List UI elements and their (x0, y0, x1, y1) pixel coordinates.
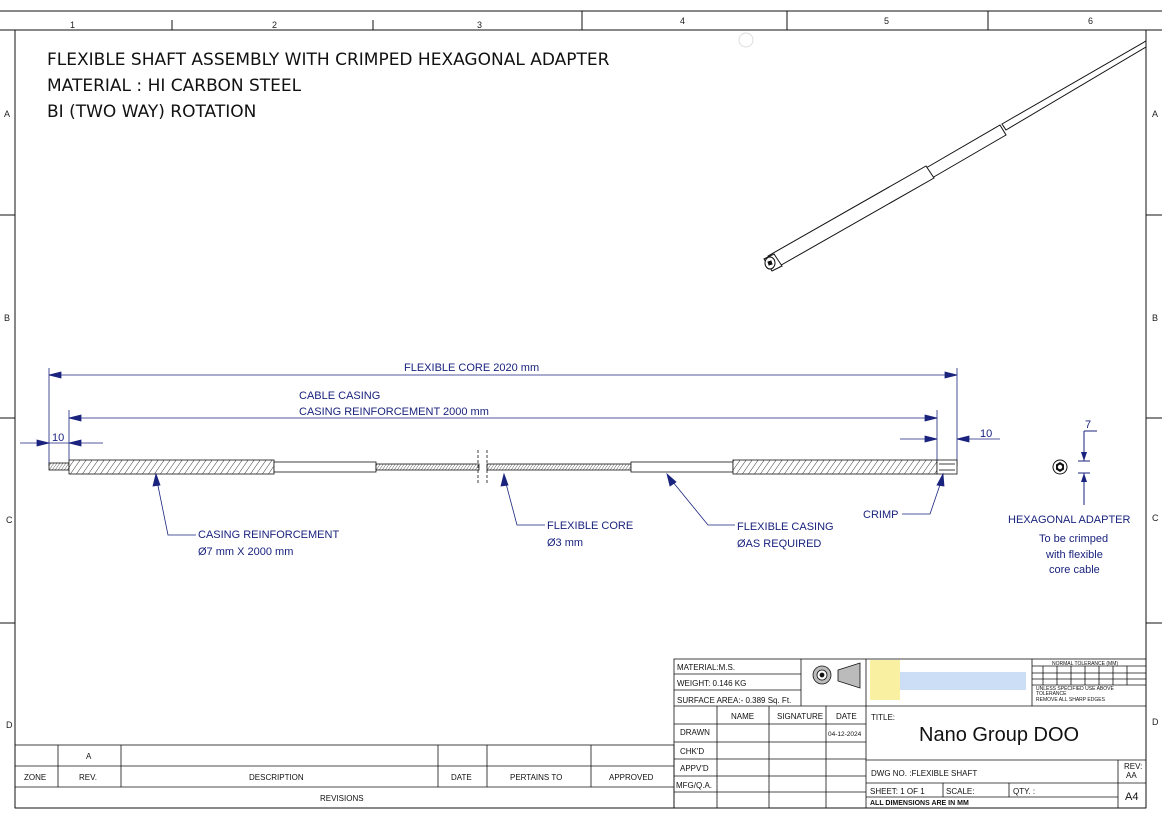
zone-label-side: D (6, 720, 13, 730)
callout-hex-adapter: HEXAGONAL ADAPTER (1008, 514, 1131, 526)
revision-rev-header: REV. (79, 773, 97, 782)
zone-label-top: 5 (884, 16, 889, 26)
callout-hex-note-1: To be crimped (1039, 533, 1108, 545)
callout-casing-reinforcement-spec: Ø7 mm X 2000 mm (198, 546, 293, 558)
dim-flexible-core: FLEXIBLE CORE 2020 mm (404, 362, 539, 374)
callout-casing-reinforcement: CASING REINFORCEMENT (198, 529, 339, 541)
title-block (673, 658, 1147, 809)
zone-label-side: C (6, 515, 13, 525)
zone-label-top: 1 (70, 20, 75, 30)
tb-sheet-size: A4 (1125, 791, 1138, 803)
zone-label-side: C (1152, 513, 1159, 523)
tb-company-name: Nano Group DOO (919, 724, 1079, 746)
tb-name-header: NAME (731, 712, 754, 721)
callout-labels: CASING REINFORCEMENT Ø7 mm X 2000 mm FLE… (198, 509, 1131, 576)
header-line-3: BI (TWO WAY) ROTATION (47, 102, 256, 122)
revision-title: REVISIONS (320, 794, 364, 803)
revision-date-header: DATE (451, 773, 472, 782)
tb-drawn-date: 04-12-2024 (828, 731, 862, 738)
revision-zone-header: ZONE (24, 773, 46, 782)
revision-table-text: A ZONE REV. DESCRIPTION DATE PERTAINS TO… (24, 752, 654, 803)
dimension-lines (20, 368, 1000, 466)
callout-hex-note-3: core cable (1049, 564, 1100, 576)
zone-label-top: 3 (477, 20, 482, 30)
tb-checked: CHK'D (680, 747, 704, 756)
dim-hex-size: 7 (1085, 419, 1091, 431)
projection-symbol-icon (812, 662, 861, 689)
zone-label-top: 2 (272, 20, 277, 30)
callout-leaders (152, 472, 945, 536)
drawing-header: FLEXIBLE SHAFT ASSEMBLY WITH CRIMPED HEX… (47, 50, 610, 122)
callout-flexible-core-spec: Ø3 mm (547, 537, 583, 549)
tb-sheet: SHEET: 1 OF 1 (870, 787, 925, 796)
callout-flexible-casing: FLEXIBLE CASING (737, 521, 834, 533)
tb-approved: APPV'D (680, 764, 709, 773)
tb-title-label: TITLE: (871, 713, 895, 722)
revision-value: A (86, 752, 92, 761)
tb-mfg-qa: MFG/Q.A. (676, 781, 712, 790)
title-block-text: MATERIAL:M.S. WEIGHT: 0.146 KG SURFACE A… (676, 661, 1142, 807)
dim-casing-reinforcement: CASING REINFORCEMENT 2000 mm (299, 406, 489, 418)
zone-label-side: D (1152, 717, 1159, 727)
callout-hex-note-2: with flexible (1045, 549, 1103, 561)
tb-tolerance-note-1: UNLESS SPECIFIED USE ABOVE (1036, 686, 1114, 692)
tb-rev-label: REV: (1124, 762, 1142, 771)
zone-label-top: 6 (1088, 16, 1093, 26)
hex-adapter-end-view (1052, 430, 1097, 505)
zone-label-side: A (4, 109, 10, 119)
dim-cable-casing: CABLE CASING (299, 390, 380, 402)
zone-label-side: A (1152, 109, 1158, 119)
tb-date-header: DATE (836, 712, 857, 721)
tb-quantity: QTY. : (1013, 787, 1035, 796)
zone-label-side: B (4, 313, 10, 323)
header-line-2: MATERIAL : HI CARBON STEEL (47, 76, 302, 96)
tb-drawing-number: DWG NO. :FLEXIBLE SHAFT (871, 769, 977, 778)
tb-tolerance-note-3: REMOVE ALL SHARP EDGES (1036, 697, 1106, 703)
tb-tolerance-title: NORMAL TOLERANCE (MM) (1052, 661, 1118, 667)
tb-weight: WEIGHT: 0.146 KG (677, 679, 746, 688)
callout-flexible-casing-spec: ØAS REQUIRED (737, 538, 821, 550)
revision-pertains-header: PERTAINS TO (510, 773, 562, 782)
tb-material: MATERIAL:M.S. (677, 663, 735, 672)
tb-drawn: DRAWN (680, 728, 710, 737)
tb-scale: SCALE: (946, 787, 974, 796)
header-line-1: FLEXIBLE SHAFT ASSEMBLY WITH CRIMPED HEX… (47, 50, 610, 70)
shaft-assembly (48, 450, 958, 484)
revision-description-header: DESCRIPTION (249, 773, 304, 782)
tb-all-dimensions: ALL DIMENSIONS ARE IN MM (870, 800, 969, 807)
tb-rev-value: AA (1126, 771, 1137, 780)
callout-flexible-core: FLEXIBLE CORE (547, 520, 633, 532)
company-logo (870, 660, 1026, 700)
dim-left-offset: 10 (52, 432, 64, 444)
callout-crimp: CRIMP (863, 509, 898, 521)
zone-label-side: B (1152, 313, 1158, 323)
dim-right-offset: 10 (980, 428, 992, 440)
tb-signature-header: SIGNATURE (777, 712, 823, 721)
isometric-view (738, 32, 1147, 272)
tb-surface-area: SURFACE AREA:- 0.389 Sq. Ft. (677, 696, 791, 705)
revision-approved-header: APPROVED (609, 773, 654, 782)
dimension-labels: FLEXIBLE CORE 2020 mm CABLE CASING CASIN… (52, 362, 1091, 444)
zone-label-top: 4 (680, 16, 685, 26)
tb-tolerance-note-2: TOLERANCE (1036, 691, 1067, 697)
